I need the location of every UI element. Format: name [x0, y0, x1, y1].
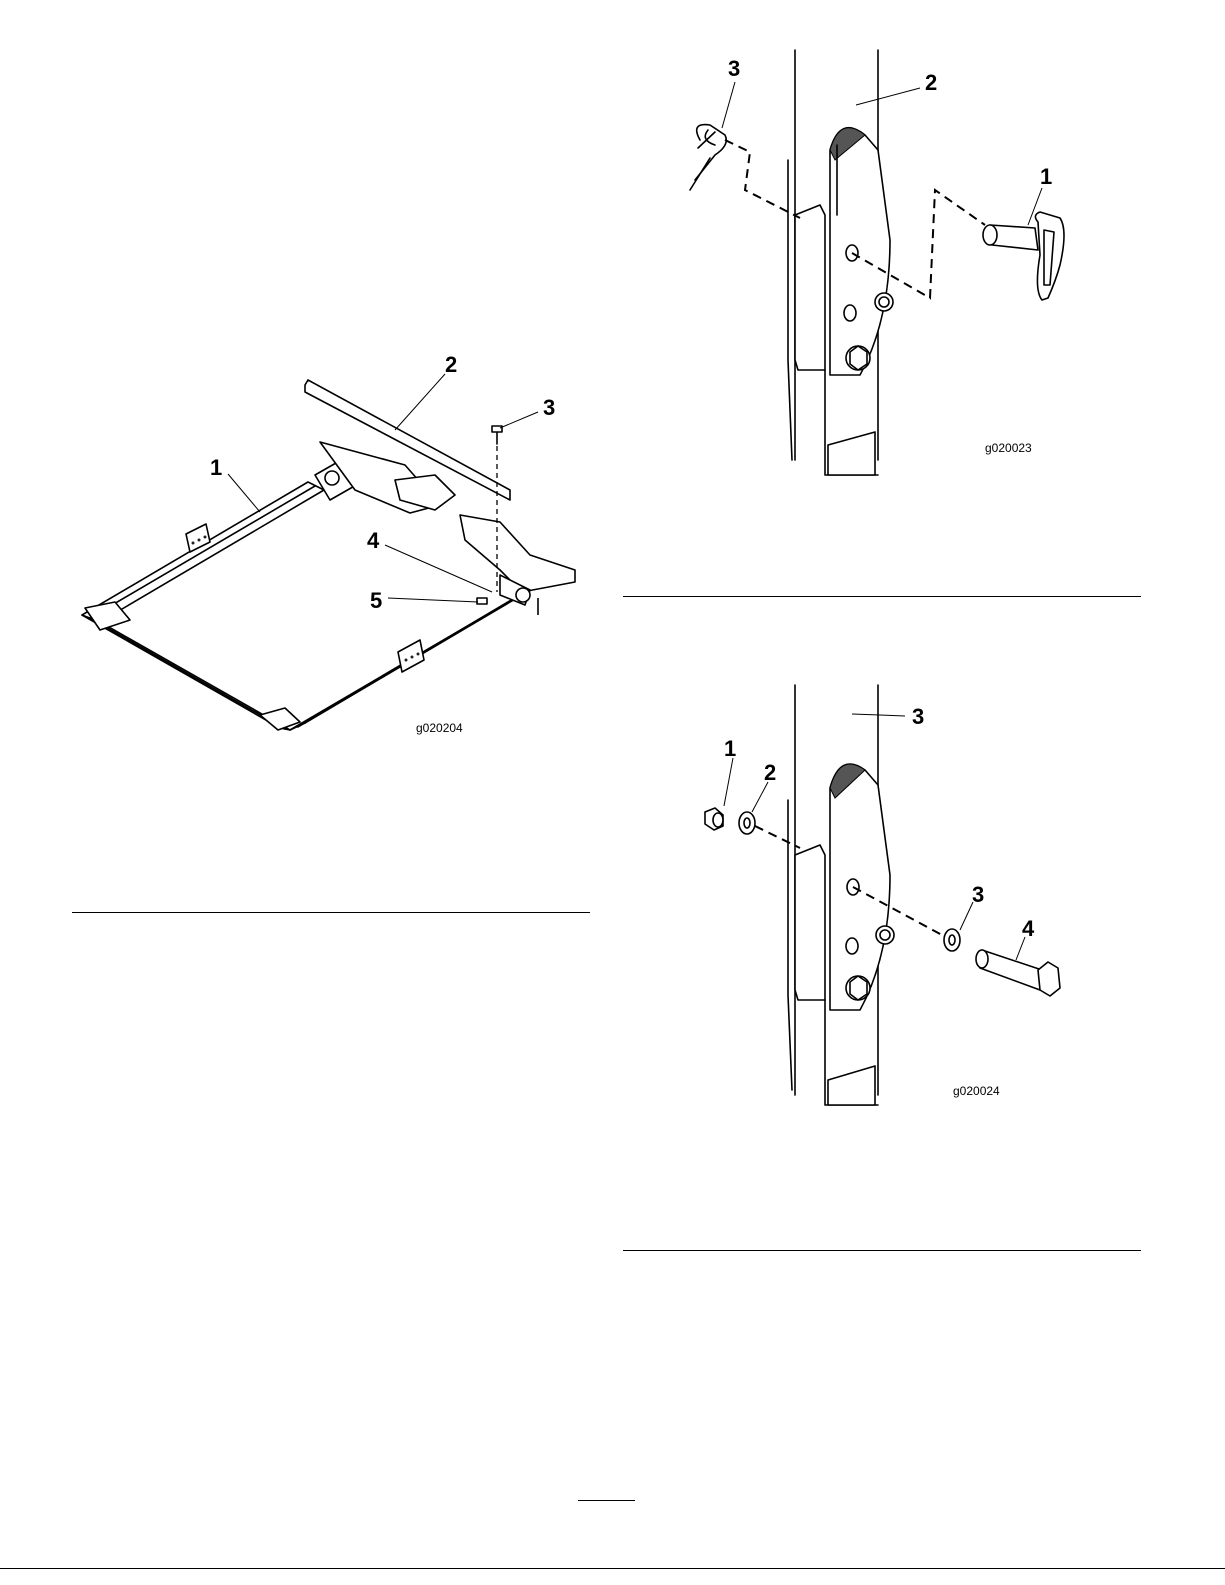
callout-3: 3	[728, 56, 740, 81]
callout-1: 1	[1040, 164, 1052, 189]
upright-drawing	[788, 685, 894, 1105]
dash-path-nut	[755, 826, 800, 848]
figure-bolt-nut: 1 2 3 3 4 g020024	[620, 670, 1150, 1110]
callout-4: 4	[367, 528, 380, 553]
leader-3	[722, 82, 735, 128]
callout-3: 3	[972, 882, 984, 907]
clevis-pin	[983, 212, 1064, 300]
page-footer-rule	[0, 1568, 1225, 1569]
frame-drawing	[82, 380, 575, 730]
hair-pin-clip	[690, 125, 726, 190]
washer-right	[944, 929, 960, 951]
callout-2: 2	[445, 352, 457, 377]
nut	[705, 808, 723, 830]
leader-3-left	[752, 782, 768, 812]
callout-2: 2	[925, 70, 937, 95]
leader-1	[724, 758, 733, 806]
washer-left	[739, 812, 755, 834]
figure-pin-clip: 3 2 1 g020023	[620, 40, 1150, 480]
hex-bolt	[976, 950, 1060, 996]
callout-1: 1	[210, 455, 222, 480]
leader-2	[856, 88, 920, 105]
figure-divider	[72, 912, 590, 913]
figure-image-code: g020024	[953, 1084, 1000, 1098]
figure-frame-assembly: 1 2 3 4 5 g020204	[60, 330, 600, 750]
callout-5: 5	[370, 588, 382, 613]
callout-1: 1	[724, 736, 736, 761]
page-number-line	[578, 1500, 635, 1501]
callout-3: 3	[543, 395, 555, 420]
figure-divider	[623, 596, 1141, 597]
figure-image-code: g020204	[416, 721, 463, 735]
figure-image-code: g020023	[985, 441, 1032, 455]
callout-2: 3	[912, 704, 924, 729]
callout-3: 2	[764, 760, 776, 785]
figure-divider	[623, 1250, 1141, 1251]
upright-drawing	[788, 50, 893, 475]
callout-4: 4	[1022, 916, 1035, 941]
